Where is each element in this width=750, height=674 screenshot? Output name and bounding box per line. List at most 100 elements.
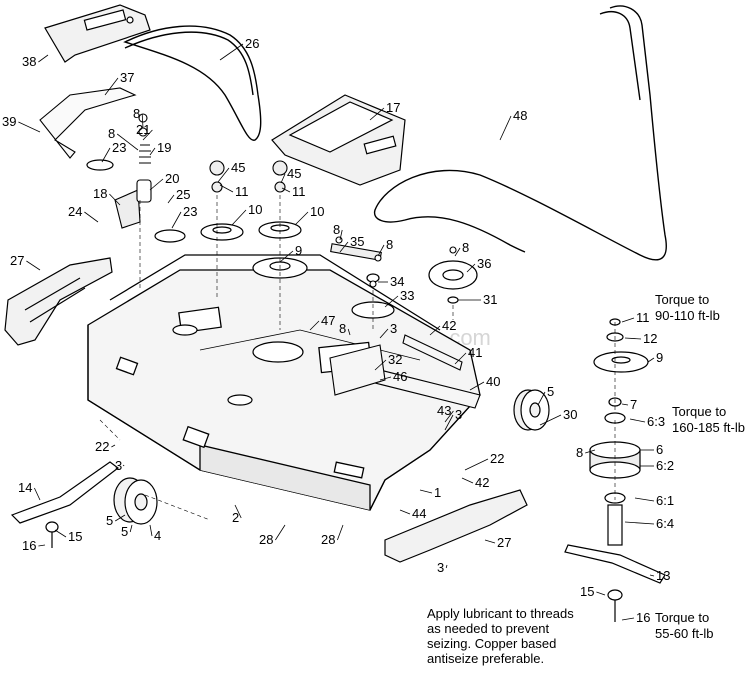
callout-leader xyxy=(141,113,144,129)
callout-8: 8 xyxy=(454,240,469,257)
callout-label: 23 xyxy=(183,204,197,219)
callout-label: 28 xyxy=(321,532,335,547)
callout-label: 31 xyxy=(483,292,497,307)
callout-leader xyxy=(149,524,153,537)
callout-leader xyxy=(116,133,139,151)
callout-leader xyxy=(399,509,411,515)
callout-3: 3 xyxy=(379,321,397,339)
callout-label: 27 xyxy=(497,535,511,550)
callout-5: 5 xyxy=(106,513,126,528)
belt-cover-38 xyxy=(44,4,151,63)
callout-3: 3 xyxy=(437,560,448,575)
callout-label: 21 xyxy=(136,122,150,137)
callout-leader xyxy=(294,211,309,226)
callout-label: 38 xyxy=(22,54,36,69)
callout-leader xyxy=(377,244,385,257)
callout-label: 10 xyxy=(248,202,262,217)
callout-23: 23 xyxy=(101,140,126,163)
callout-33: 33 xyxy=(384,288,414,308)
callout-leader xyxy=(624,337,642,340)
callout-leader xyxy=(337,524,344,541)
callout-label: 43 xyxy=(437,403,451,418)
callout-leader xyxy=(231,209,247,226)
lubricant-note-line-4: antiseize preferable. xyxy=(427,651,544,666)
callout-leader xyxy=(369,107,385,121)
callout-leader xyxy=(464,458,489,471)
callout-31: 31 xyxy=(458,292,497,307)
callout-6-2: 6:2 xyxy=(640,458,674,473)
callout-label: 11 xyxy=(636,310,650,325)
torque-note-1: Torque to 90-110 ft-lb xyxy=(655,292,720,323)
callout-8: 8 xyxy=(133,106,144,129)
callout-42: 42 xyxy=(429,318,456,336)
callout-leader xyxy=(280,173,286,184)
callout-leader xyxy=(38,54,49,63)
callout-label: 36 xyxy=(477,256,491,271)
callout-44: 44 xyxy=(399,506,426,521)
torque-note-2-line-1: Torque to xyxy=(672,404,726,419)
callout-leader xyxy=(101,147,111,163)
callout-15: 15 xyxy=(580,584,606,599)
callout-leader xyxy=(339,229,343,241)
callout-leader xyxy=(279,250,294,263)
callout-leader xyxy=(454,352,467,365)
callout-label: 8 xyxy=(108,126,115,141)
callout-23: 23 xyxy=(171,204,197,229)
callout-6-3: 6:3 xyxy=(629,414,665,429)
callout-10: 10 xyxy=(294,204,324,226)
callout-leader xyxy=(454,247,461,257)
callout-leader xyxy=(339,241,349,253)
gauge-wheel-5b xyxy=(113,477,158,525)
callout-label: 44 xyxy=(412,506,426,521)
callout-label: 39 xyxy=(2,114,16,129)
callout-11: 11 xyxy=(621,310,650,325)
callout-27: 27 xyxy=(10,253,41,271)
callout-32: 32 xyxy=(374,352,402,371)
callout-27: 27 xyxy=(484,535,511,550)
callout-34: 34 xyxy=(378,274,404,289)
callout-38: 38 xyxy=(22,54,49,69)
callout-label: 41 xyxy=(468,345,482,360)
callout-leader xyxy=(149,147,156,156)
callout-label: 47 xyxy=(321,313,335,328)
callout-8: 8 xyxy=(339,321,351,336)
callout-3: 3 xyxy=(444,407,462,431)
callout-45: 45 xyxy=(280,166,301,184)
callout-leader xyxy=(275,524,286,541)
callout-13: 13 xyxy=(649,568,670,583)
callout-label: 8 xyxy=(133,106,140,121)
callout-leader xyxy=(621,317,635,323)
callout-24: 24 xyxy=(68,204,99,223)
callout-5: 5 xyxy=(121,524,133,539)
callout-leader xyxy=(429,325,441,336)
callout-leader xyxy=(374,359,387,371)
callout-leader xyxy=(647,357,655,363)
callout-label: 26 xyxy=(245,36,259,51)
callout-leader xyxy=(347,328,351,336)
callout-leader xyxy=(466,263,476,273)
callout-leader xyxy=(461,477,474,484)
callout-25: 25 xyxy=(167,187,190,204)
bracket-37 xyxy=(39,87,137,159)
callout-label: 20 xyxy=(165,171,179,186)
assembly-guide-line xyxy=(144,494,211,521)
callout-9: 9 xyxy=(279,243,302,263)
callout-leader xyxy=(122,464,125,467)
callout-label: 6 xyxy=(656,442,663,457)
callout-label: 6:3 xyxy=(647,414,665,429)
callout-45: 45 xyxy=(217,160,245,183)
callout-label: 11 xyxy=(292,184,306,199)
callout-label: 45 xyxy=(287,166,301,181)
callout-43: 43 xyxy=(437,403,454,423)
callout-label: 42 xyxy=(442,318,456,333)
callout-label: 35 xyxy=(350,234,364,249)
callout-8: 8 xyxy=(377,237,393,257)
callout-leader xyxy=(149,178,164,191)
callout-42: 42 xyxy=(461,475,489,490)
callout-6: 6 xyxy=(640,442,663,457)
callout-leader xyxy=(539,414,562,426)
torque-note-3-line-1: Torque to xyxy=(655,610,709,625)
callout-label: 6:4 xyxy=(656,516,674,531)
gauge-wheel-5 xyxy=(513,389,550,431)
